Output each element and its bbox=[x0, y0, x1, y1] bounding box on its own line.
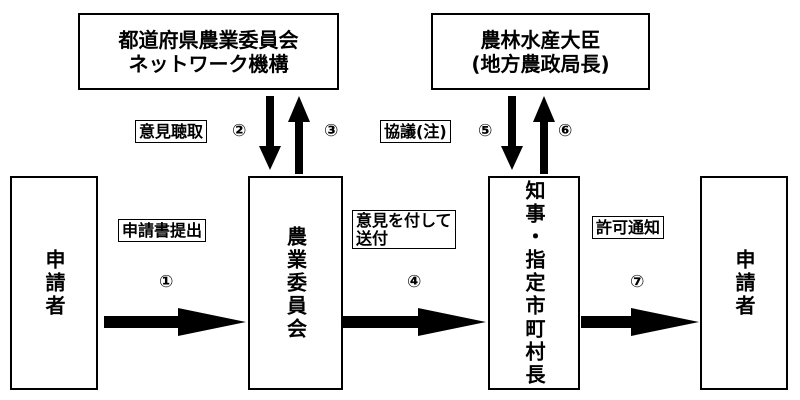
label-permission-notice: 許可通知 bbox=[592, 216, 665, 240]
agri-committee-box: 農業委員会 bbox=[248, 176, 343, 390]
label-hearing: 意見聴取 bbox=[135, 120, 208, 144]
label-send-with-opinion: 意見を付して 送付 bbox=[352, 210, 456, 250]
step-7: ⑦ bbox=[630, 272, 645, 292]
step-5: ⑤ bbox=[478, 121, 493, 141]
prefectural-agri-committee-network-box: 都道府県農業委員会 ネットワーク機構 bbox=[78, 13, 339, 90]
agri-committee-text: 農業委員会 bbox=[283, 225, 308, 341]
arrow-up-response-committee bbox=[288, 96, 310, 174]
arrow-down-hearing bbox=[259, 96, 281, 170]
label-consultation: 協議(注) bbox=[380, 120, 451, 144]
step-1: ① bbox=[159, 272, 174, 292]
applicant-left-box: 申請者 bbox=[10, 176, 98, 390]
governor-mayor-text: 知事・指定市町村長 bbox=[522, 179, 546, 387]
arrow-right-send bbox=[342, 308, 486, 336]
arrow-right-notify bbox=[581, 308, 699, 336]
step-2: ② bbox=[232, 121, 247, 141]
applicant-right-box: 申請者 bbox=[700, 176, 788, 390]
step-6: ⑥ bbox=[558, 121, 573, 141]
arrow-down-consult bbox=[501, 96, 523, 170]
arrow-right-submit bbox=[104, 308, 246, 336]
step-4: ④ bbox=[407, 272, 422, 292]
label-submit-application: 申請書提出 bbox=[118, 219, 207, 243]
arrow-up-response-minister bbox=[533, 96, 555, 174]
governor-mayor-box: 知事・指定市町村長 bbox=[488, 176, 580, 390]
applicant-right-text: 申請者 bbox=[732, 248, 756, 318]
step-3: ③ bbox=[324, 121, 339, 141]
minister-box: 農林水産大臣 (地方農政局長) bbox=[431, 13, 650, 90]
applicant-left-text: 申請者 bbox=[42, 248, 66, 318]
